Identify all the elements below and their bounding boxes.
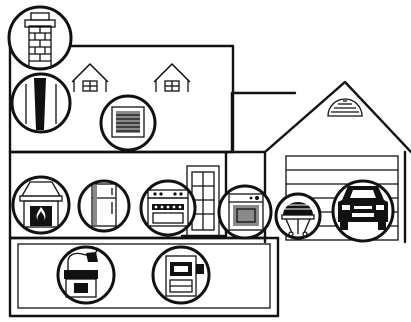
water-heater-icon[interactable] — [56, 245, 116, 305]
dormer-right — [153, 63, 191, 92]
dryer-icon[interactable] — [217, 184, 273, 240]
basement — [8, 236, 280, 318]
refrigerator-icon[interactable] — [77, 179, 131, 233]
car-icon[interactable] — [331, 179, 395, 243]
gable-vent — [327, 98, 363, 117]
attic-vent-icon[interactable] — [99, 94, 157, 152]
fireplace-icon[interactable] — [11, 175, 71, 235]
front-door — [180, 165, 226, 238]
stove-icon[interactable] — [139, 179, 197, 237]
chimney-icon[interactable] — [7, 5, 73, 71]
chimney-flue-icon[interactable] — [10, 72, 72, 134]
furnace-icon[interactable] — [151, 245, 211, 305]
grill-icon[interactable] — [274, 192, 322, 240]
upper-floor — [8, 44, 235, 154]
dormer-left — [71, 63, 109, 92]
